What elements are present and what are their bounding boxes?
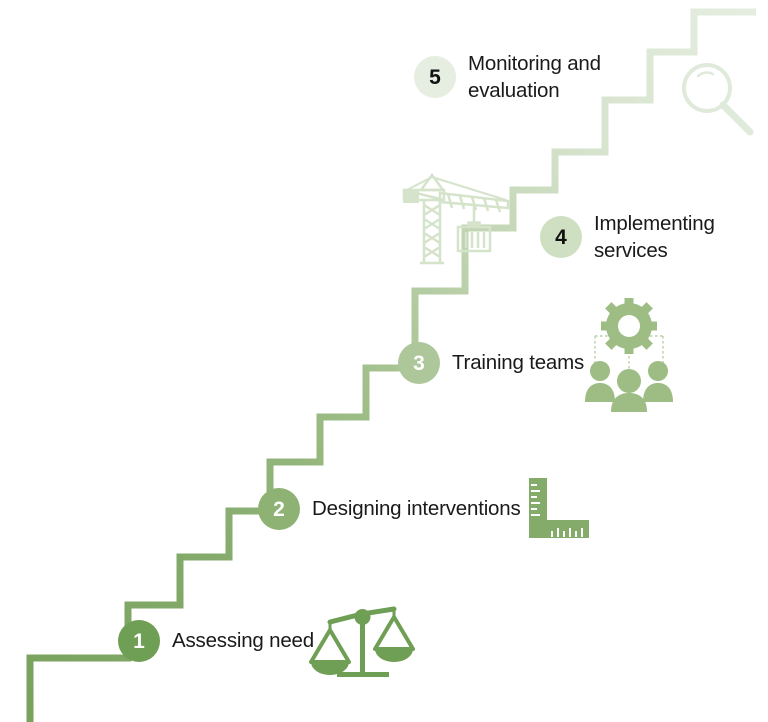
- step-row-1[interactable]: 1 Assessing need: [118, 620, 314, 662]
- scales-icon: [309, 606, 415, 677]
- step-label-2: Designing interventions: [312, 497, 521, 521]
- step-label-3: Training teams: [452, 351, 585, 375]
- person-right: [643, 361, 673, 402]
- step-badge-2: 2: [258, 488, 300, 530]
- step-label-4: Implementing services: [594, 212, 715, 263]
- step-badge-3: 3: [398, 342, 440, 384]
- step-label-1: Assessing need: [172, 629, 314, 653]
- step-row-2[interactable]: 2 Designing interventions: [258, 488, 521, 530]
- person-left: [585, 361, 615, 402]
- step-row-3[interactable]: 3 Training teams: [398, 342, 584, 384]
- crane-icon: [402, 172, 510, 265]
- step-badge-4: 4: [540, 216, 582, 259]
- step-badge-5: 5: [414, 56, 456, 99]
- carpenter-square-icon: [529, 478, 589, 538]
- person-center: [611, 369, 647, 412]
- step-row-4[interactable]: 4 Implementing services: [540, 210, 715, 264]
- step-row-5[interactable]: 5 Monitoring and evaluation: [414, 50, 601, 104]
- team-gear-icon: [585, 298, 673, 412]
- magnifier-icon: [682, 63, 754, 136]
- step-label-5: Monitoring and evaluation: [468, 52, 601, 103]
- step-badge-1: 1: [118, 620, 160, 662]
